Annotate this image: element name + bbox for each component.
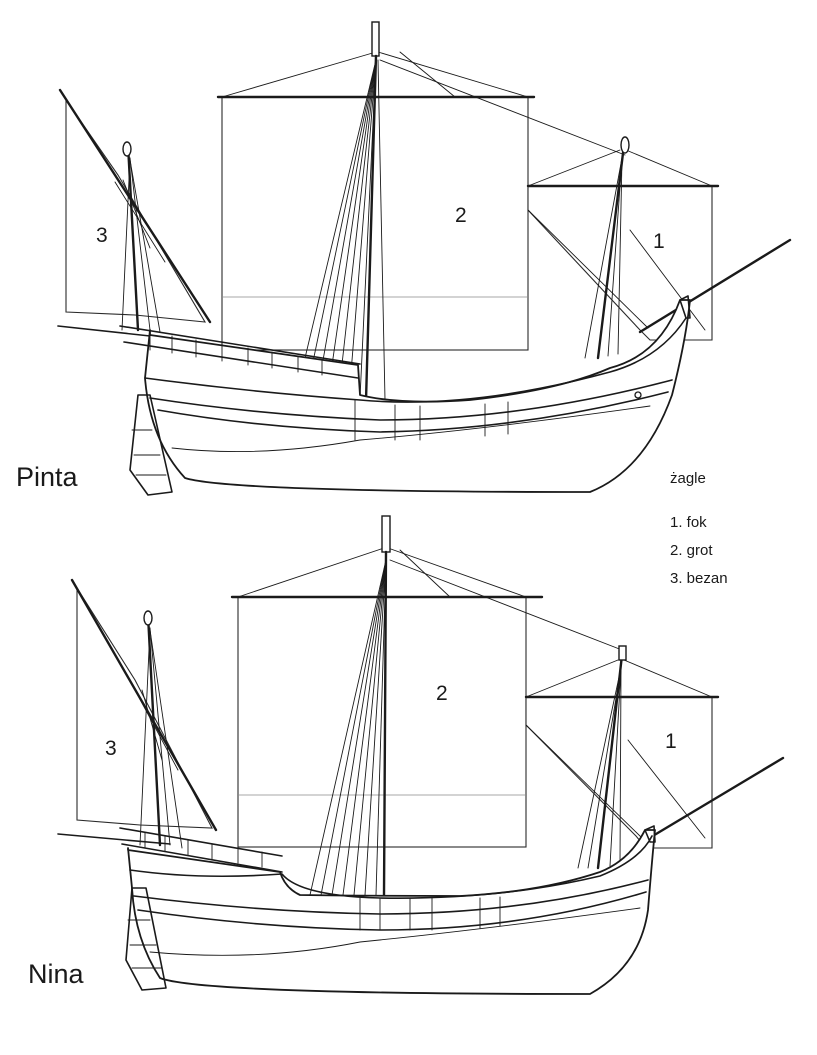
pinta-fore-mast [584, 136, 630, 360]
nina-sail-label-main: 2 [436, 682, 448, 705]
nina-main-sail [230, 547, 544, 848]
pinta-hull [119, 295, 691, 496]
nina-main-mast [309, 515, 623, 897]
nina-mizzen-sail [70, 578, 218, 832]
nina-bowsprit [634, 756, 785, 848]
nina-ship-name: Nina [28, 959, 85, 989]
nina-hull [119, 825, 656, 995]
nina-fore-mast [577, 645, 627, 870]
pinta-main-mast [294, 21, 626, 402]
pinta-mizzen-mast [121, 141, 161, 333]
pinta-stern-spar [57, 325, 151, 337]
pinta-ship-name: Pinta [16, 462, 79, 492]
nina-mizzen-mast [139, 610, 183, 849]
nina-drawing: 3 2 1 [57, 515, 785, 995]
nina-sail-label-fore: 1 [665, 730, 677, 753]
legend-item-fore: 1. fok [670, 514, 707, 531]
pinta-bowsprit [638, 238, 792, 334]
nina-stern-spar [57, 833, 171, 845]
pinta-sail-label-main: 2 [455, 204, 467, 227]
pinta-main-sail [216, 51, 536, 351]
nina-fore-sail [524, 659, 720, 849]
sail-legend: żagle 1. fok 2. grot 3. bezan [670, 470, 728, 587]
legend-title: żagle [670, 470, 706, 487]
pinta-mizzen-sail [58, 88, 212, 324]
pinta-sail-label-mizzen: 3 [96, 224, 108, 247]
pinta-drawing: 3 2 1 [57, 21, 792, 496]
legend-item-mizzen: 3. bezan [670, 570, 728, 587]
nina-sail-label-mizzen: 3 [105, 737, 117, 760]
pinta-sail-label-fore: 1 [653, 230, 665, 253]
legend-item-main: 2. grot [670, 542, 713, 559]
